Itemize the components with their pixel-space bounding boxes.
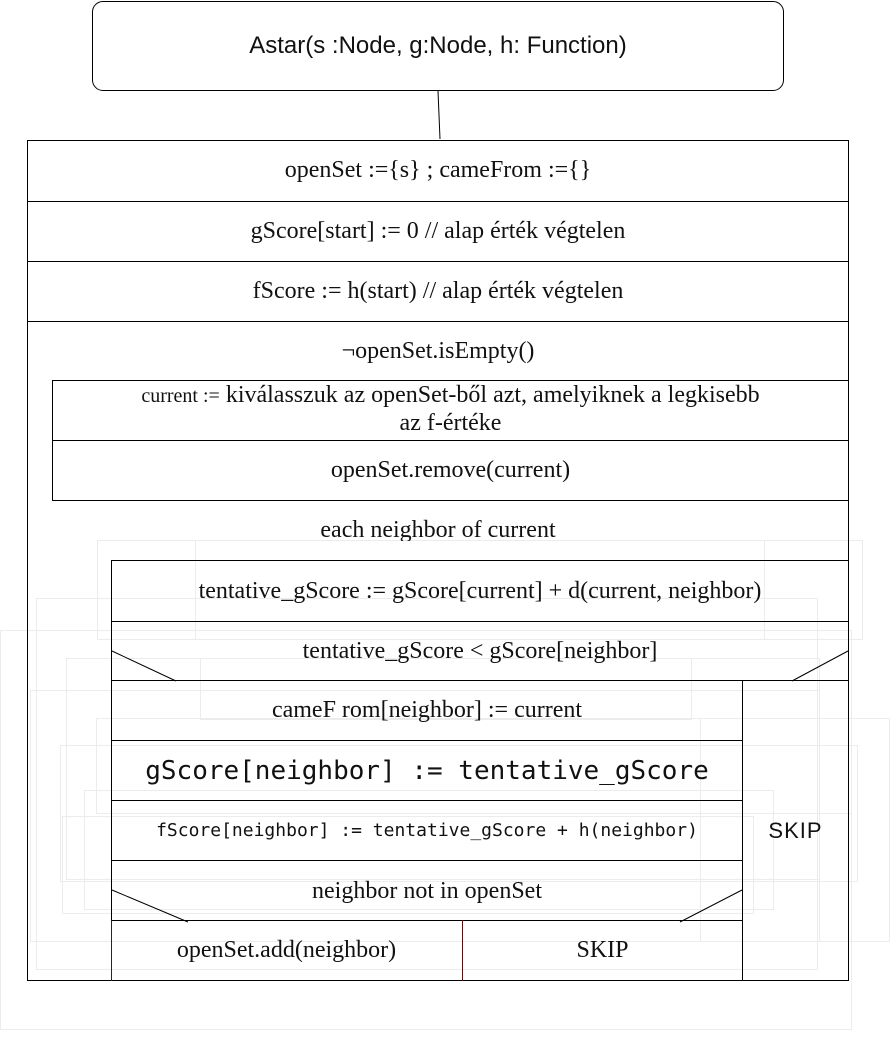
inner-if-diagonal-left (111, 889, 189, 923)
inner-else-cell: SKIP (462, 920, 743, 981)
remove-current-text: openSet.remove(current) (330, 457, 571, 483)
ghost-frame (60, 745, 858, 882)
inner-if-condition-text: neighbor not in openSet (312, 877, 542, 904)
inner-if-diagonal-right (679, 889, 743, 923)
g-update-row: gScore[neighbor] := tentative_gScore (111, 740, 743, 801)
came-from-text: cameF rom[neighbor] := current (271, 697, 583, 723)
ghost-frame (200, 658, 692, 720)
g-update-text: gScore[neighbor] := tentative_gScore (145, 755, 709, 786)
ghost-frame (96, 718, 852, 814)
tentative-text: tentative_gScore := gScore[current] + d(… (198, 577, 762, 604)
function-header-box: Astar(s :Node, g:Node, h: Function) (92, 1, 784, 91)
tentative-row: tentative_gScore := gScore[current] + d(… (111, 560, 849, 622)
inner-if-condition-row: neighbor not in openSet (111, 861, 743, 921)
ghost-frame (84, 790, 774, 910)
ghost-frame (36, 598, 818, 970)
current-select-line2: az f-értéke (399, 410, 502, 436)
init-open-set-row: openSet :={s} ; cameFrom :={} (27, 140, 849, 202)
current-assign-label: current := (141, 385, 220, 407)
while-condition-row: ¬openSet.isEmpty() (27, 322, 849, 380)
if-diagonal-left (111, 650, 177, 682)
ghost-frame (0, 630, 852, 1030)
else-branch-cell (742, 680, 849, 981)
init-f-score-row: fScore := h(start) // alap érték végtele… (27, 261, 849, 322)
inner-then-text: openSet.add(neighbor) (176, 937, 397, 963)
for-each-header: each neighbor of current (320, 517, 556, 541)
for-each-header-row: each neighbor of current (27, 501, 849, 541)
init-open-set-text: openSet :={s} ; cameFrom :={} (284, 157, 592, 183)
f-update-text: fScore[neighbor] := tentative_gScore + h… (156, 820, 698, 841)
current-select-line1: kiválasszuk az openSet-ből azt, amelyikn… (225, 382, 760, 408)
current-select-row: current := kiválasszuk az openSet-ből az… (52, 380, 849, 441)
init-g-score-row: gScore[start] := 0 // alap érték végtele… (27, 201, 849, 262)
inner-then-cell: openSet.add(neighbor) (111, 920, 463, 981)
if-condition-text: tentative_gScore < gScore[neighbor] (302, 637, 658, 664)
else-skip-label: SKIP (768, 817, 823, 843)
else-skip-label-box: SKIP (742, 800, 849, 861)
header-connector (437, 90, 441, 140)
if-condition-row: tentative_gScore < gScore[neighbor] (111, 621, 849, 681)
while-condition: ¬openSet.isEmpty() (341, 337, 535, 364)
f-update-row: fScore[neighbor] := tentative_gScore + h… (111, 800, 743, 861)
ghost-frame (195, 540, 765, 640)
ghost-frame (62, 816, 754, 914)
inner-else-text: SKIP (576, 937, 629, 963)
ghost-frame (30, 690, 820, 942)
function-header: Astar(s :Node, g:Node, h: Function) (249, 32, 627, 59)
came-from-row: cameF rom[neighbor] := current (111, 680, 743, 741)
remove-current-row: openSet.remove(current) (52, 440, 849, 501)
inner-if-branches-frame (111, 920, 743, 981)
if-diagonal-right (791, 650, 849, 682)
init-g-score-text: gScore[start] := 0 // alap érték végtele… (250, 217, 626, 244)
init-f-score-text: fScore := h(start) // alap érték végtele… (252, 277, 624, 304)
